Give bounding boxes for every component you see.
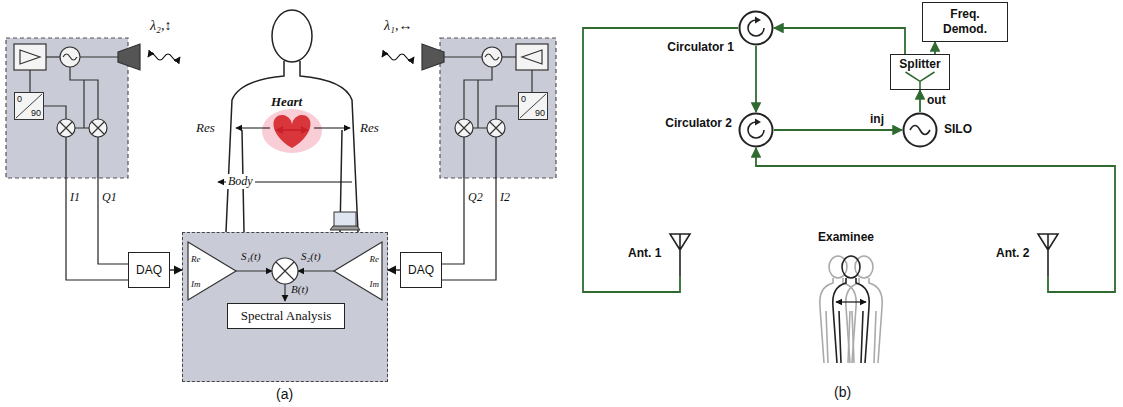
daq-box: DAQ	[128, 252, 170, 288]
node-text: Circulator 2	[665, 116, 732, 130]
circulator: Circulator 2	[738, 112, 774, 148]
connector	[755, 46, 757, 112]
connector	[934, 42, 936, 54]
wave	[382, 54, 414, 60]
node-text: Re	[370, 254, 380, 264]
text-label: (b)	[834, 384, 851, 400]
antenna: Ant. 1	[628, 232, 690, 276]
text-label: I1	[70, 190, 80, 205]
node-text: 0	[17, 94, 22, 104]
text-label: I2	[500, 190, 510, 205]
transceiver-right	[422, 38, 556, 280]
connector	[774, 28, 905, 54]
text-label: Q1	[102, 190, 117, 205]
phase-shifter: 0 90	[14, 92, 44, 120]
node-text: S₂(t)	[301, 250, 321, 262]
node-text: Im	[370, 279, 380, 289]
body-outline	[226, 10, 358, 232]
node-text: 90	[535, 108, 545, 118]
wave	[148, 54, 180, 60]
phase-shifter: 0 90	[518, 92, 548, 120]
body-arrow	[218, 181, 352, 182]
edge-label: out	[925, 93, 948, 107]
circulator: Circulator 1	[738, 10, 774, 46]
text-label: Examinee	[818, 230, 874, 244]
node-text: Spectral Analysis	[241, 308, 332, 324]
demodulator-box: Freq. Demod.	[922, 2, 1008, 42]
connector	[774, 129, 902, 131]
node-text: 90	[31, 108, 41, 118]
text-label: Res	[196, 120, 215, 136]
node-text: B(t)	[291, 283, 308, 295]
splitter-box: Splitter	[890, 54, 950, 90]
text-label: (a)	[276, 386, 293, 402]
circulator-symbol	[738, 112, 774, 148]
examinee-figure	[820, 256, 882, 363]
node-text: Circulator 1	[667, 40, 734, 54]
node-text: DAQ	[408, 263, 434, 277]
connector	[170, 269, 182, 270]
node-text: 0	[521, 94, 526, 104]
res-arrow	[314, 127, 350, 128]
oscillator-symbol	[902, 112, 938, 148]
text-label: λ₁,↔	[384, 18, 412, 34]
laptop-icon	[330, 212, 360, 230]
res-arrow	[236, 127, 270, 128]
text-label: Heart	[271, 94, 302, 110]
node-text: Freq. Demod.	[928, 7, 1002, 37]
heart	[273, 115, 310, 148]
spectral-analysis-box: Spectral Analysis	[227, 303, 345, 329]
edge-label: inj	[868, 112, 886, 126]
node-text: Ant. 1	[628, 246, 661, 260]
connector	[919, 90, 921, 112]
daq-box: DAQ	[400, 252, 442, 288]
heart-glow	[262, 109, 322, 153]
text-label: λ₂,↕	[150, 18, 171, 34]
oscillator-circle: SILO	[902, 112, 938, 148]
node-text: S₁(t)	[241, 250, 261, 262]
node-text: Im	[191, 279, 201, 289]
transceiver-left	[6, 38, 140, 280]
circulator-symbol	[738, 10, 774, 46]
node-text: Re	[191, 254, 201, 264]
connector	[583, 28, 738, 292]
connector	[756, 148, 1115, 292]
antenna: Ant. 2	[996, 232, 1058, 276]
text-label: Q2	[468, 190, 483, 205]
connector	[388, 269, 400, 270]
text-label: Res	[360, 120, 379, 136]
processing-internals	[182, 232, 388, 382]
node-text: Splitter	[899, 57, 940, 71]
heart-arrow	[276, 129, 308, 131]
node-text: SILO	[944, 122, 972, 136]
node-text: DAQ	[136, 263, 162, 277]
text-label: Body	[226, 174, 255, 189]
node-text: Ant. 2	[996, 246, 1029, 260]
processing-panel: ReIm S₁(t) S₂(t) ReIm B(t) Spectral Analysis	[182, 232, 388, 382]
